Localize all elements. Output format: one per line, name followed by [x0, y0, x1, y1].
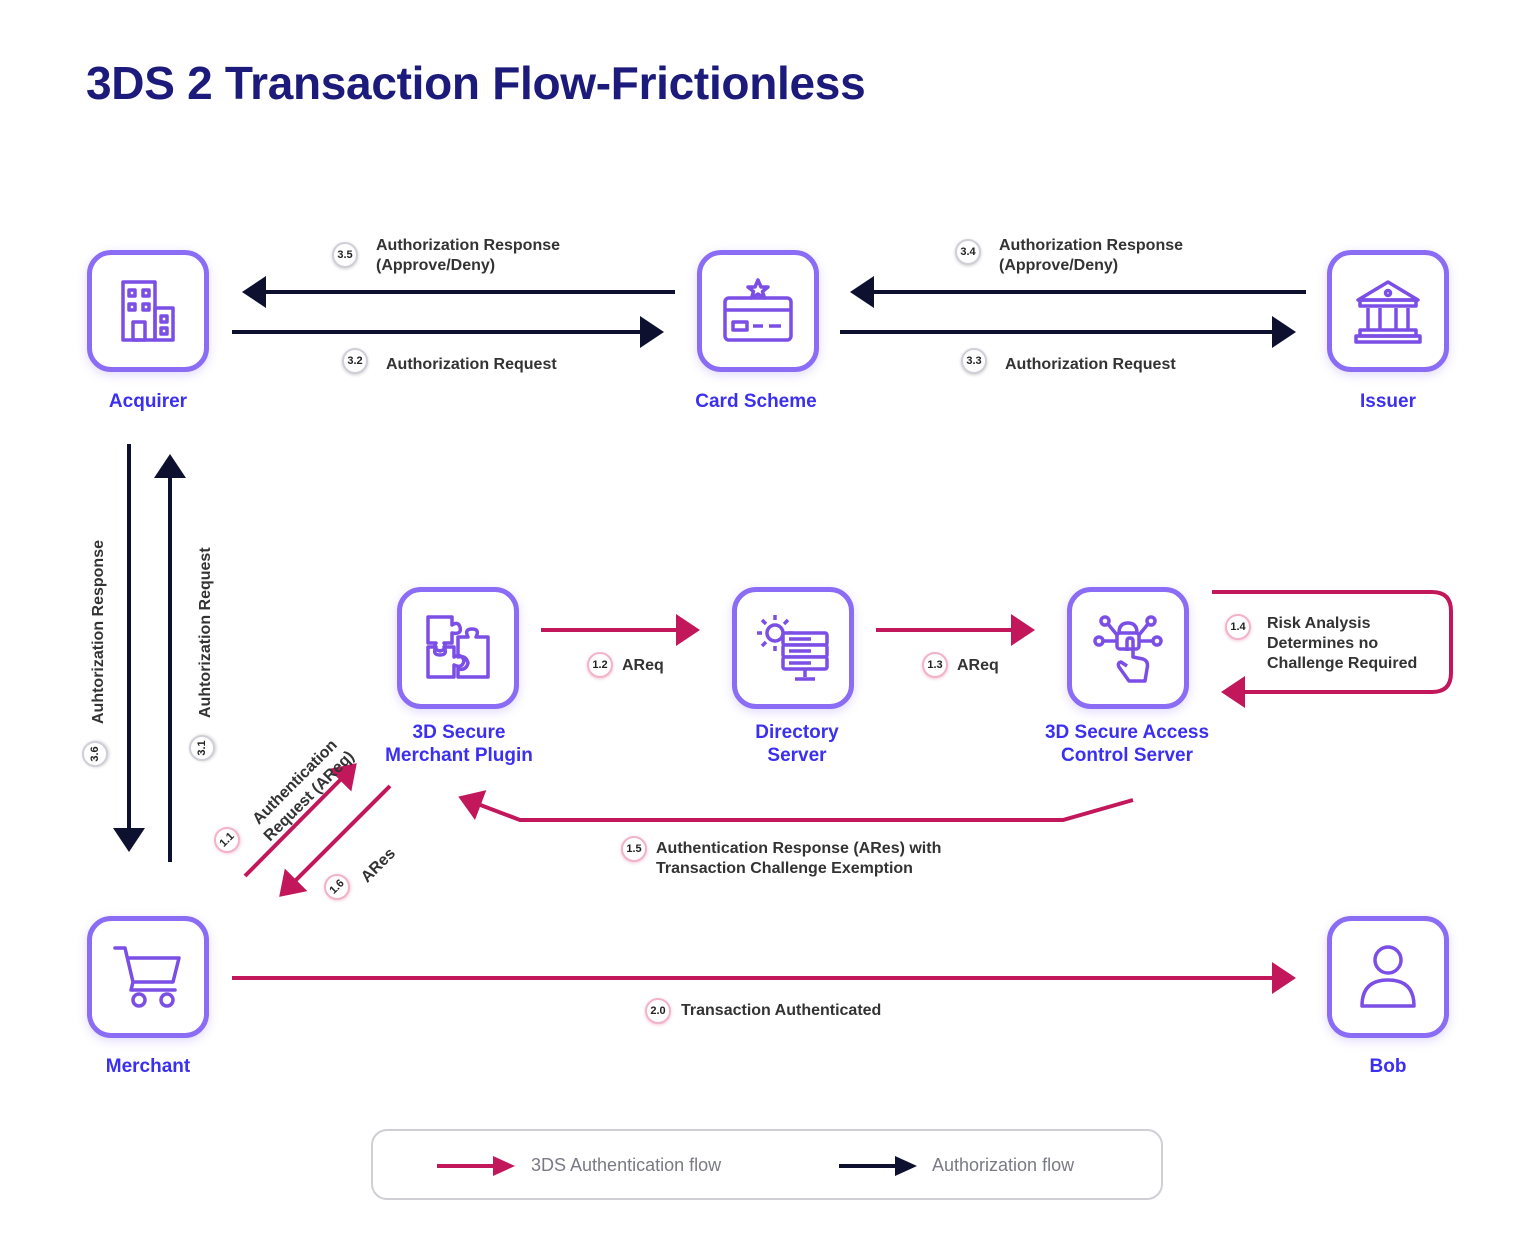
step-label-1-5-line2: Transaction Challenge Exemption: [656, 860, 913, 877]
step-badge-3-1: 3.1: [189, 735, 215, 761]
legend: 3DS Authentication flow Authorization fl…: [371, 1129, 1163, 1200]
arrow-1-4: [1212, 590, 1453, 708]
building-icon: [121, 280, 175, 342]
step-badge-3-4: 3.4: [955, 239, 981, 265]
acquirer-label: Acquirer: [108, 391, 188, 412]
step-badge-3-5: 3.5: [332, 242, 358, 268]
merchant-plugin-label-line1: 3D Secure: [412, 722, 506, 743]
merchant-plugin-label-line2: Merchant Plugin: [385, 745, 533, 766]
acs-label-line1: 3D Secure Access: [1044, 722, 1210, 743]
bank-icon: [1354, 280, 1422, 344]
arrow-1-6: [279, 784, 392, 897]
puzzle-icon: [426, 615, 490, 679]
issuer-label: Issuer: [1360, 391, 1416, 412]
directory-server-label: Directory Server: [755, 721, 838, 767]
legend-authorization-arrow: [839, 1156, 917, 1176]
acs-label-line2: Control Server: [1061, 745, 1193, 766]
step-label-1-5-line1: Authentication Response (ARes) with: [656, 840, 942, 857]
touch-lock-icon: [1093, 615, 1163, 683]
legend-authorization-label: Authorization flow: [932, 1155, 1075, 1175]
step-label-3-6: Auhtorization Response: [90, 539, 107, 724]
card-scheme-label: Card Scheme: [695, 391, 817, 412]
arrow-1-5: [458, 790, 1134, 822]
legend-auth-arrow: [437, 1156, 515, 1176]
credit-card-star-icon: [723, 278, 793, 342]
step-label-3-3: Authorization Request: [1005, 356, 1176, 373]
step-label-1-2: AReq: [622, 657, 664, 674]
step-label-1-4-line2: Determines no: [1267, 635, 1379, 652]
card-scheme-node: [697, 250, 819, 372]
step-label-3-2: Authorization Request: [386, 356, 557, 373]
merchant-node: [87, 916, 209, 1038]
step-label-3-5-line2: (Approve/Deny): [376, 257, 496, 274]
step-label-3-4-line2: (Approve/Deny): [999, 257, 1119, 274]
step-label-2-0: Transaction Authenticated: [681, 1002, 882, 1019]
step-label-3-4: Authorization Response (Approve/Deny): [999, 236, 1183, 276]
bob-node: [1327, 916, 1449, 1038]
acs-label: 3D Secure Access Control Server: [1045, 721, 1209, 767]
step-badge-3-3: 3.3: [961, 348, 987, 374]
server-gear-icon: [757, 615, 829, 681]
step-label-3-1: Auhtorization Request: [197, 547, 214, 718]
step-badge-3-6: 3.6: [82, 741, 108, 767]
step-label-3-5-line1: Authorization Response: [376, 237, 561, 254]
page-title: 3DS 2 Transaction Flow-Frictionless: [86, 57, 866, 109]
step-label-1-3: AReq: [957, 657, 999, 674]
directory-server-label-line1: Directory: [755, 722, 839, 743]
acs-node: [1067, 587, 1189, 709]
step-badge-1-5: 1.5: [621, 836, 647, 862]
issuer-node: [1327, 250, 1449, 372]
step-label-3-4-line1: Authorization Response: [999, 237, 1184, 254]
step-label-1-5: Authentication Response (ARes) with Tran…: [656, 839, 941, 879]
step-label-1-4: Risk Analysis Determines no Challenge Re…: [1267, 614, 1417, 674]
step-badge-2-0: 2.0: [645, 998, 671, 1024]
step-badge-1-2: 1.2: [587, 652, 613, 678]
step-label-1-4-line1: Risk Analysis: [1267, 615, 1371, 632]
user-icon: [1360, 945, 1416, 1008]
step-badge-1-3: 1.3: [922, 652, 948, 678]
cart-icon: [113, 946, 181, 1008]
step-badge-1-4: 1.4: [1225, 614, 1251, 640]
directory-server-label-line2: Server: [767, 745, 827, 766]
arrow-1-1: [243, 763, 357, 878]
step-label-1-4-line3: Challenge Required: [1267, 655, 1418, 672]
merchant-plugin-label: 3D Secure Merchant Plugin: [385, 721, 533, 767]
directory-server-node: [732, 587, 854, 709]
step-label-3-5: Authorization Response (Approve/Deny): [376, 236, 560, 276]
step-badge-3-2: 3.2: [342, 348, 368, 374]
merchant-label: Merchant: [105, 1056, 191, 1077]
bob-label: Bob: [1369, 1056, 1407, 1077]
acquirer-node: [87, 250, 209, 372]
merchant-plugin-node: [397, 587, 519, 709]
legend-auth-label: 3DS Authentication flow: [531, 1155, 722, 1175]
